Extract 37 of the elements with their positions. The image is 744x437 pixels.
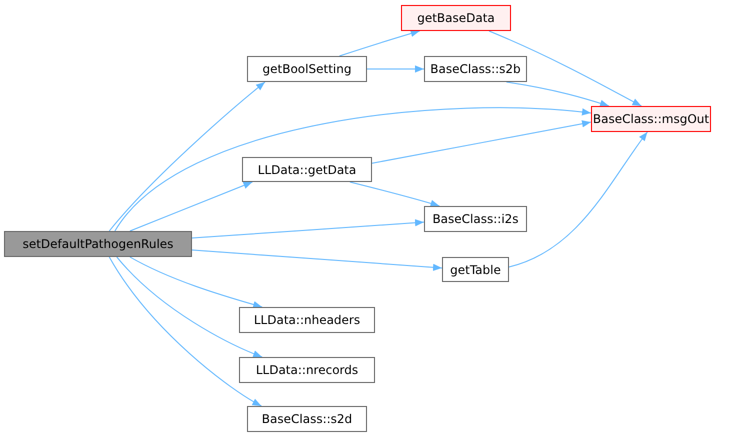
function-name: LLData::nrecords (256, 363, 358, 377)
function-name: BaseClass::i2s (432, 212, 519, 226)
function-name: LLData::nheaders (254, 313, 360, 327)
function-box (424, 206, 527, 232)
function-box (401, 5, 511, 31)
call-arrow (108, 256, 262, 406)
call-arrow (372, 120, 592, 164)
call-arrow (129, 256, 263, 308)
call-arrow (508, 132, 648, 268)
call-arrow (192, 219, 424, 239)
call-arrow (506, 82, 610, 107)
function-box (239, 307, 375, 333)
function-name: BaseClass::s2d (262, 412, 352, 426)
function-name: getBoolSetting (262, 62, 352, 76)
function-box (242, 157, 372, 182)
function-box (591, 106, 711, 132)
function-box (442, 257, 509, 282)
function-box (4, 231, 192, 257)
call-arrow (488, 30, 642, 106)
call-arrow (108, 82, 266, 232)
function-box (239, 357, 375, 383)
function-name: setDefaultPathogenRules (22, 237, 174, 251)
function-name: BaseClass::msgOut (592, 112, 710, 126)
call-arrow (192, 249, 442, 271)
function-box (247, 56, 367, 82)
function-box (424, 56, 527, 82)
call-arrow (349, 182, 440, 207)
function-name: getTable (450, 262, 501, 276)
call-arrow (366, 65, 424, 73)
function-name: LLData::getData (258, 162, 356, 176)
function-name: BaseClass::s2b (430, 62, 521, 76)
function-name: getBaseData (417, 11, 495, 25)
function-box (247, 406, 367, 432)
call-arrow (338, 30, 420, 56)
call-arrow (114, 107, 592, 232)
call-arrow (129, 182, 253, 232)
call-arrow (116, 256, 263, 358)
